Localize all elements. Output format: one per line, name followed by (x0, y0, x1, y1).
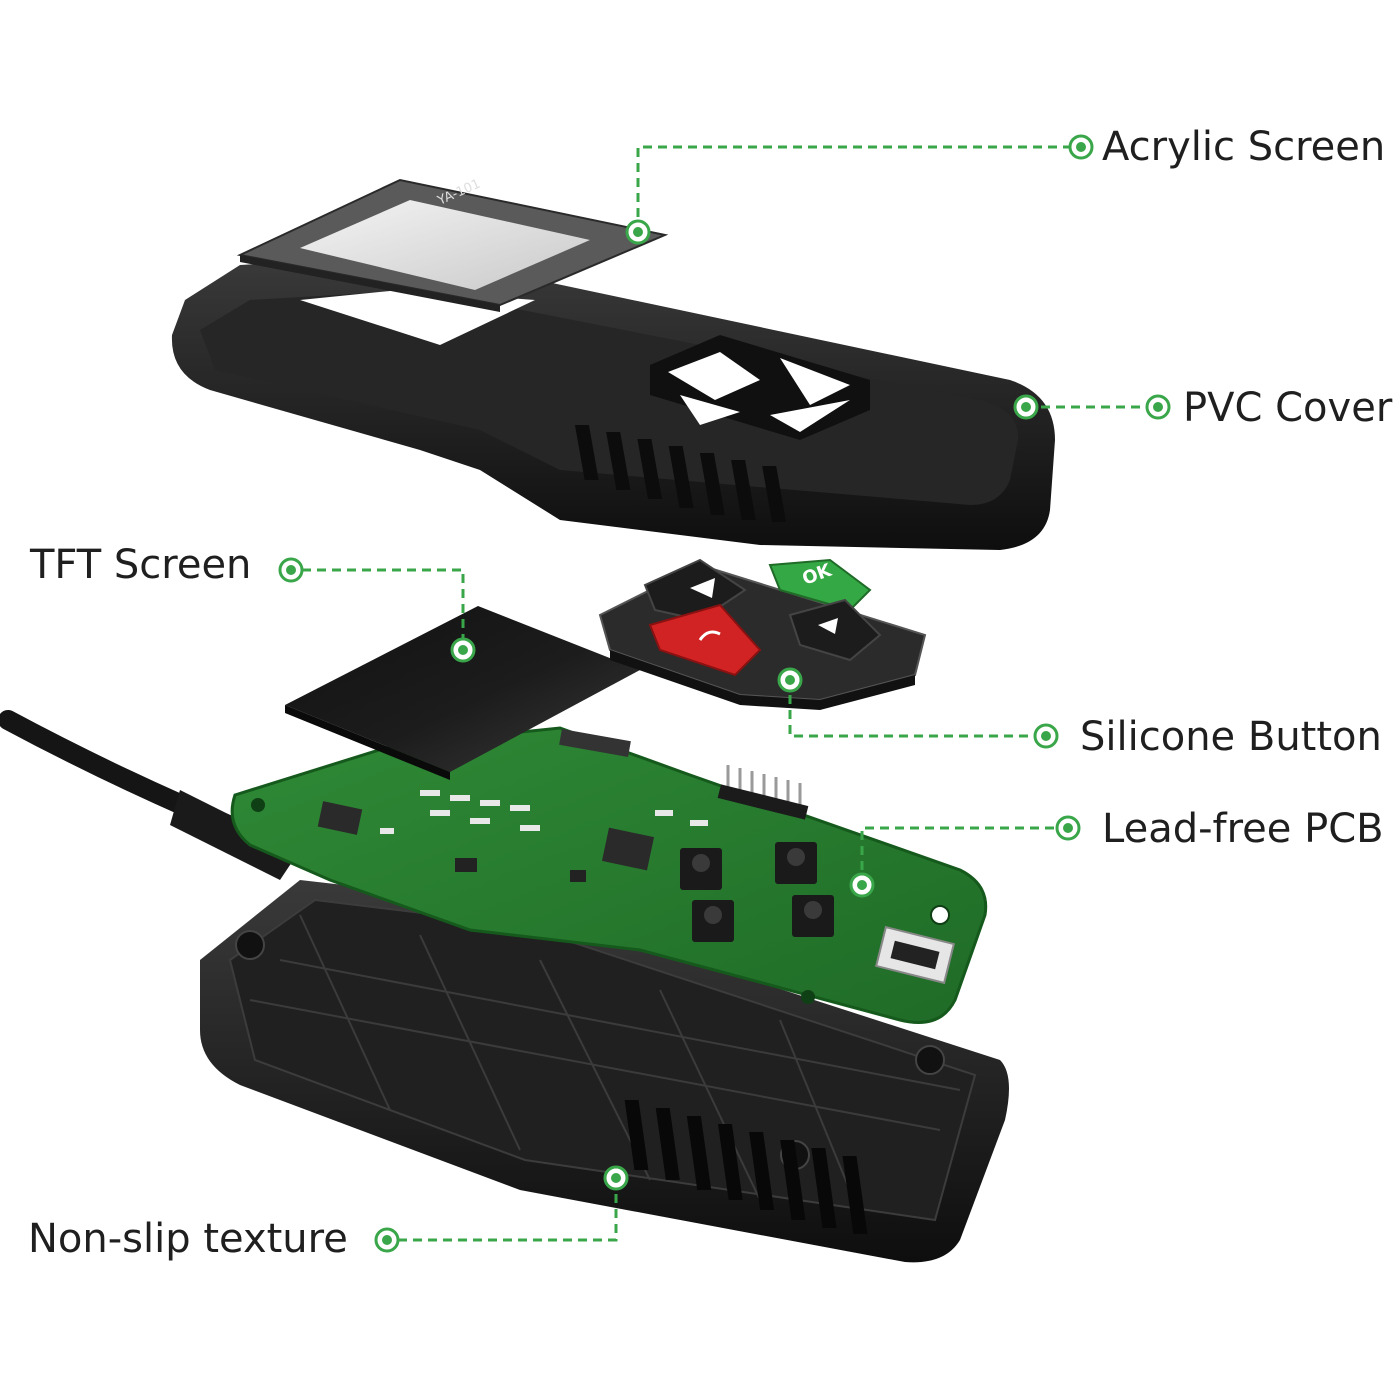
callout-non-slip-texture: Non-slip texture (28, 1165, 629, 1262)
tft-screen-panel (285, 606, 640, 780)
label-tft-screen: TFT Screen (29, 542, 251, 588)
callout-tft-screen: TFT Screen (29, 542, 476, 663)
label-non-slip-texture: Non-slip texture (28, 1216, 348, 1262)
label-lead-free-pcb: Lead-free PCB (1102, 806, 1384, 852)
label-acrylic-screen: Acrylic Screen (1102, 124, 1385, 170)
back-button (648, 603, 762, 677)
callout-pvc-cover: PVC Cover (1013, 385, 1393, 431)
bottom-shell (200, 880, 1009, 1263)
cover-ribs (574, 425, 787, 522)
callout-lead-free-pcb: Lead-free PCB (849, 806, 1384, 898)
callout-acrylic-screen: Acrylic Screen (625, 124, 1385, 245)
callouts: Acrylic Screen PVC Cover TFT Screen Sili… (28, 124, 1393, 1262)
label-silicone-button: Silicone Button (1080, 714, 1382, 760)
pvc-cover (171, 255, 1055, 550)
label-pvc-cover: PVC Cover (1183, 385, 1393, 431)
non-slip-ridges (624, 1100, 868, 1234)
callout-silicone-button: Silicone Button (777, 667, 1382, 760)
tactile-switches (680, 842, 834, 942)
pcb-board (230, 726, 988, 1024)
ok-button (768, 558, 872, 612)
obd-cable (0, 710, 300, 880)
silicone-button-module: OK (598, 558, 927, 710)
